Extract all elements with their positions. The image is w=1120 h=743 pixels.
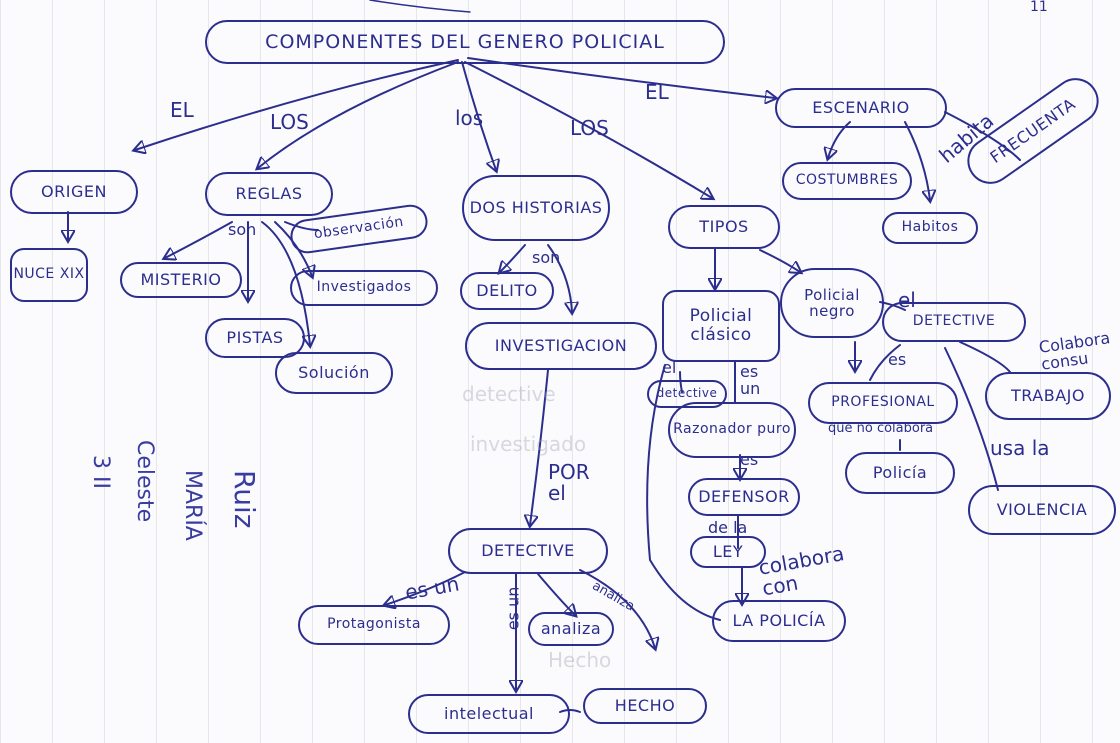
node-misterio: MISTERIO	[120, 262, 242, 298]
label-de-la: de la	[708, 518, 748, 537]
map-title: COMPONENTES DEL GENERO POLICIAL	[205, 20, 725, 64]
signature-surname: Ruiz	[228, 470, 261, 529]
label-el-detective-clasico: el	[662, 358, 677, 377]
label-el-escenario: EL	[645, 80, 669, 104]
label-es-profesional: es	[888, 350, 907, 369]
label-usa-la: usa la	[990, 436, 1050, 460]
line-historias	[461, 61, 496, 170]
label-son-reglas: son	[228, 220, 257, 239]
node-habitos: Habitos	[882, 212, 978, 244]
label-es-un-razonador: es un	[740, 362, 761, 398]
node-dos-historias: DOS HISTORIAS	[462, 175, 610, 241]
node-policial-clasico: Policial clásico	[662, 290, 780, 362]
signature-second: Celeste	[132, 440, 157, 523]
node-solucion: Solución	[275, 352, 393, 394]
node-protagonista: Protagonista	[298, 605, 450, 645]
line-clasico-policia	[646, 364, 721, 621]
label-son-historias: son	[532, 248, 561, 267]
line-habita	[944, 111, 1021, 161]
node-costumbres: COSTUMBRES	[782, 162, 912, 200]
label-que-no-colabora: que no colabora	[828, 421, 934, 436]
node-origen: ORIGEN	[10, 170, 138, 214]
node-reglas: REGLAS	[205, 172, 333, 216]
signature-name: MARÍA	[180, 470, 205, 541]
label-el-origen: EL	[170, 98, 194, 122]
line-tipos	[464, 61, 712, 198]
node-violencia: VIOLENCIA	[968, 485, 1116, 535]
node-policia-negro: Policía	[845, 452, 955, 494]
node-hecho: HECHO	[583, 688, 707, 724]
label-por-el: POR el	[548, 460, 590, 505]
node-tipos: TIPOS	[668, 205, 780, 249]
node-razonador: Razonador puro	[668, 402, 796, 458]
label-los-historias: los	[455, 106, 484, 130]
label-es-defensor: es	[740, 450, 759, 469]
line-escenario	[467, 57, 775, 98]
node-investigacion: INVESTIGACION	[465, 322, 657, 370]
node-profesional: PROFESIONAL	[808, 382, 958, 424]
label-es-un-intelectual: es un	[503, 586, 523, 631]
node-intelectual: intelectual	[408, 694, 570, 734]
line-reglas	[258, 61, 459, 168]
node-siglo: NUCE XIX	[10, 248, 88, 302]
label-los-reglas: LOS	[270, 110, 309, 134]
node-detective-main: DETECTIVE	[448, 528, 608, 574]
node-defensor: DEFENSOR	[688, 478, 800, 516]
node-delito: DELITO	[460, 272, 554, 310]
corner-mark: 11	[1030, 0, 1048, 15]
node-pistas: PISTAS	[205, 318, 305, 358]
node-ley: LEY	[690, 536, 766, 568]
node-detective-negro: DETECTIVE	[882, 302, 1026, 342]
node-trabajo: TRABAJO	[985, 372, 1111, 420]
node-la-policia: LA POLICÍA	[712, 600, 846, 642]
node-policial-negro: Policial negro	[780, 268, 884, 338]
node-escenario: ESCENARIO	[775, 88, 947, 128]
label-los-tipos: LOS	[570, 116, 609, 140]
signature-course: 3 II	[88, 455, 113, 489]
node-investigados: Investigados	[290, 270, 438, 306]
node-analiza: analiza	[528, 612, 614, 646]
line-origen	[135, 59, 459, 150]
